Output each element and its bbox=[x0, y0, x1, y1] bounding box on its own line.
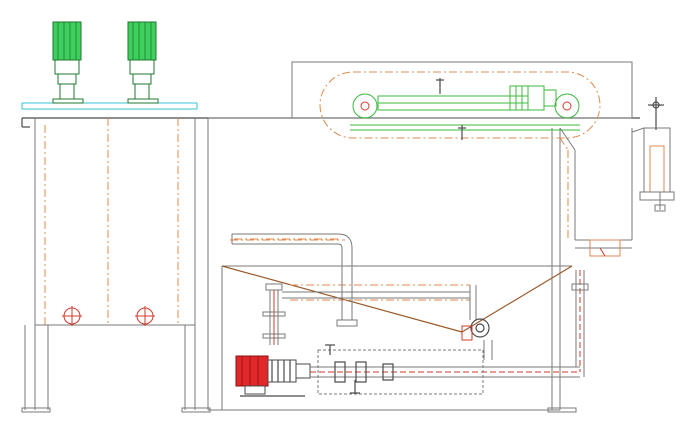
discharge-manifold bbox=[310, 270, 589, 395]
drain-outlet-left bbox=[62, 306, 82, 326]
scraper-housing bbox=[291, 61, 633, 240]
tank-cover-plate bbox=[21, 102, 198, 110]
sprocket-right bbox=[554, 93, 580, 119]
tank-foot-left bbox=[21, 407, 51, 413]
pump-icon bbox=[235, 355, 311, 397]
outlet-box bbox=[575, 128, 633, 257]
tank-foot-mid bbox=[181, 407, 211, 413]
sprocket-left bbox=[352, 93, 378, 119]
flotation-tank bbox=[208, 117, 577, 413]
mixing-tank bbox=[21, 102, 640, 413]
motor-icon bbox=[509, 85, 557, 111]
valve-body bbox=[631, 127, 675, 212]
inlet-pipe bbox=[265, 283, 477, 345]
motor-icon bbox=[52, 21, 84, 104]
pipe-flange bbox=[262, 333, 286, 339]
hopper-flange bbox=[461, 318, 490, 341]
drain-outlet-right bbox=[135, 306, 155, 326]
recycle-pipe bbox=[231, 233, 358, 327]
sludge-slope-right bbox=[461, 265, 573, 333]
pipe-flange bbox=[262, 311, 286, 317]
saturator bbox=[317, 349, 484, 395]
handwheel-icon bbox=[648, 97, 664, 130]
tank-foot-right bbox=[547, 407, 577, 413]
motor-icon bbox=[127, 21, 159, 104]
scraper-chain bbox=[319, 71, 601, 139]
